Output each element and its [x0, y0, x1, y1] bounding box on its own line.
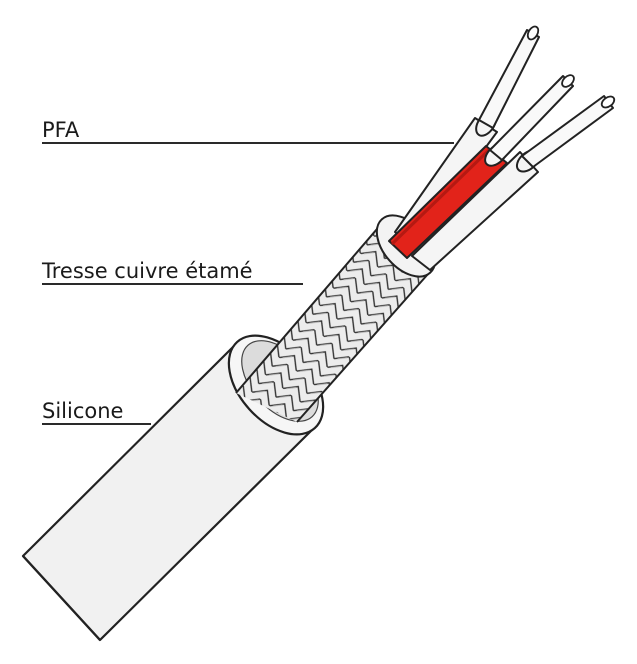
pfa-label: PFA [42, 118, 80, 142]
braid-label: Tresse cuivre étamé [42, 259, 253, 283]
leader-lines [42, 142, 454, 425]
conductor-white-right [411, 95, 616, 271]
conductor-red [388, 74, 575, 259]
conductors [388, 25, 616, 271]
silicone-label: Silicone [42, 399, 124, 423]
